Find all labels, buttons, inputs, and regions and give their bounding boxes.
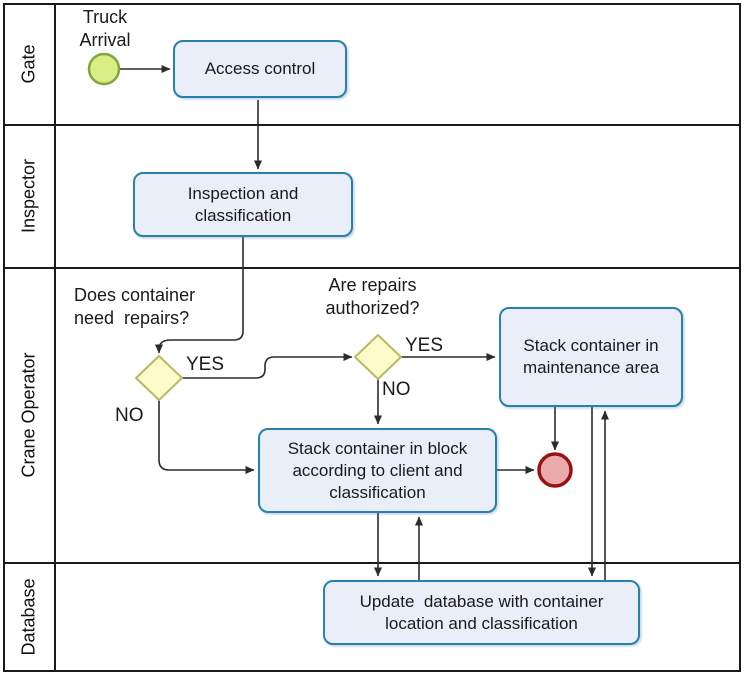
end-event-circle	[537, 452, 573, 488]
start-event-label: Truck Arrival	[79, 7, 131, 50]
lane-label-gate: Gate	[18, 44, 39, 84]
task-access-control: Access control	[173, 40, 347, 98]
lane-label-database: Database	[18, 578, 39, 656]
task-stack-block: Stack container in block according to cl…	[258, 428, 497, 513]
task-inspection-classification-label: Inspection and classification	[187, 183, 299, 225]
connector-gateway1-no-to-stack-block	[158, 400, 255, 474]
task-inspection-classification: Inspection and classification	[133, 172, 353, 237]
gateway-need-repairs-diamond	[135, 355, 183, 401]
task-stack-maintenance-area: Stack container in maintenance area	[499, 307, 683, 407]
gateway-repairs-authorized-question: Are repairs authorized?	[325, 275, 420, 318]
connector-gateway1-yes-to-gateway2	[182, 353, 353, 379]
lane-label-crane-operator: Crane Operator	[18, 352, 39, 478]
start-event-circle	[87, 52, 121, 86]
gateway-need-repairs-yes-label: YES	[186, 354, 225, 375]
gateway-repairs-authorized-diamond	[354, 334, 402, 380]
lane-label-inspector: Inspector	[18, 158, 39, 234]
task-stack-maintenance-area-label: Stack container in maintenance area	[522, 336, 660, 377]
task-update-database: Update database with container location …	[323, 580, 640, 645]
task-access-control-label: Access control	[204, 59, 316, 78]
frame-outer-border	[3, 3, 741, 672]
lane-frame	[3, 3, 741, 672]
connector-inspection-to-gateway1	[155, 237, 244, 354]
gateway-repairs-authorized-no-label: NO	[382, 379, 411, 400]
gateway-need-repairs-question: Does container need repairs?	[74, 285, 196, 328]
gateway-need-repairs-no-label: NO	[115, 405, 144, 426]
connectors	[120, 65, 609, 580]
task-update-database-label: Update database with container location …	[359, 591, 604, 633]
gateway-repairs-authorized-yes-label: YES	[405, 335, 444, 356]
task-stack-block-label: Stack container in block according to cl…	[287, 438, 468, 502]
